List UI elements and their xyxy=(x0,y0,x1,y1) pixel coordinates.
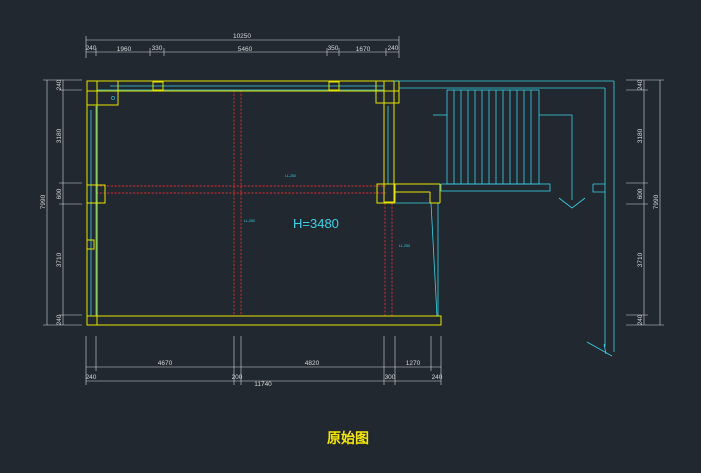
top-dim-5: 350 xyxy=(328,45,339,52)
top-dim-3: 330 xyxy=(152,45,163,52)
height-label: H=3480 xyxy=(293,216,339,231)
top-dim-4: 5460 xyxy=(238,46,253,53)
bottom-dim-3: 1270 xyxy=(406,360,421,367)
right-overall-dim: 7990 xyxy=(653,194,660,209)
bottom-dim-1: 4670 xyxy=(158,360,173,367)
right-dim-2: 3180 xyxy=(637,128,644,143)
left-dimension-chain xyxy=(43,79,82,326)
column-mid-right xyxy=(376,183,396,204)
beam-label-3: LL-250 xyxy=(399,244,410,248)
right-dim-3: 600 xyxy=(637,188,644,199)
marker-circle xyxy=(111,96,115,100)
left-dim-5: 240 xyxy=(56,314,63,325)
bottom-dimension-chain xyxy=(85,336,442,385)
beam-label-1: LL-250 xyxy=(285,174,296,178)
beams xyxy=(96,90,393,316)
right-dim-1: 240 xyxy=(637,79,644,90)
inner-wall-lines xyxy=(90,85,439,317)
bottom-dim-7: 240 xyxy=(432,374,443,381)
left-overall-dim: 7990 xyxy=(40,194,47,209)
top-overall-dim: 10250 xyxy=(233,33,251,40)
drawing-title: 原始图 xyxy=(327,430,369,447)
right-dimension-chain xyxy=(626,79,664,326)
bottom-overall-dim: 11740 xyxy=(254,381,272,388)
right-dim-4: 3710 xyxy=(637,252,644,267)
left-dim-3: 600 xyxy=(56,188,63,199)
top-dimension-chain xyxy=(85,36,400,58)
top-dim-1: 240 xyxy=(86,45,97,52)
column-top-right xyxy=(375,80,400,104)
columns xyxy=(86,80,400,250)
left-dim-4: 3710 xyxy=(56,252,63,267)
column-top-left xyxy=(86,80,119,106)
top-dim-7: 240 xyxy=(388,45,399,52)
staircase xyxy=(394,80,615,357)
top-dim-2: 1960 xyxy=(117,46,132,53)
right-dim-5: 240 xyxy=(637,314,644,325)
bottom-dim-6: 300 xyxy=(385,374,396,381)
top-dim-6: 1670 xyxy=(356,46,371,53)
column-mid-left xyxy=(86,184,106,204)
left-dim-2: 3180 xyxy=(56,128,63,143)
bottom-dim-4: 240 xyxy=(86,374,97,381)
beam-label-2: LL-250 xyxy=(244,219,255,223)
left-dim-1: 240 xyxy=(56,79,63,90)
bottom-dim-5: 200 xyxy=(232,374,243,381)
bottom-dim-2: 4820 xyxy=(305,360,320,367)
